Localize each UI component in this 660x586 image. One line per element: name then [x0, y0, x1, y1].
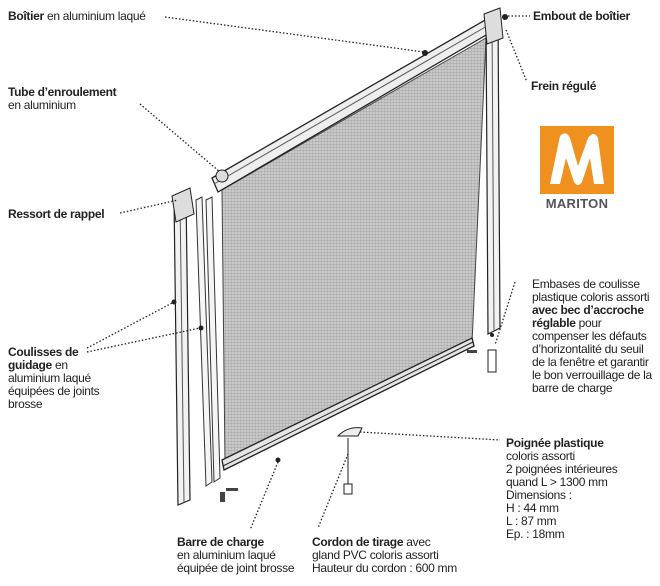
mariton-logo: MARITON	[540, 126, 614, 216]
leader-lines	[86, 15, 530, 531]
logo-m-mark	[540, 126, 614, 194]
logo-text: MARITON	[545, 196, 609, 211]
label-ressort: Ressort de rappel	[8, 207, 105, 221]
handle	[336, 427, 363, 437]
right-guide-rail	[483, 7, 508, 335]
load-bar	[221, 337, 475, 495]
label-embout: Embout de boîtier	[533, 9, 630, 23]
label-boitier: Boîtier en aluminium laqué	[8, 9, 146, 23]
label-frein: Frein régulé	[531, 79, 597, 93]
rail-bases	[220, 333, 497, 502]
left-guide-rail	[171, 187, 221, 506]
